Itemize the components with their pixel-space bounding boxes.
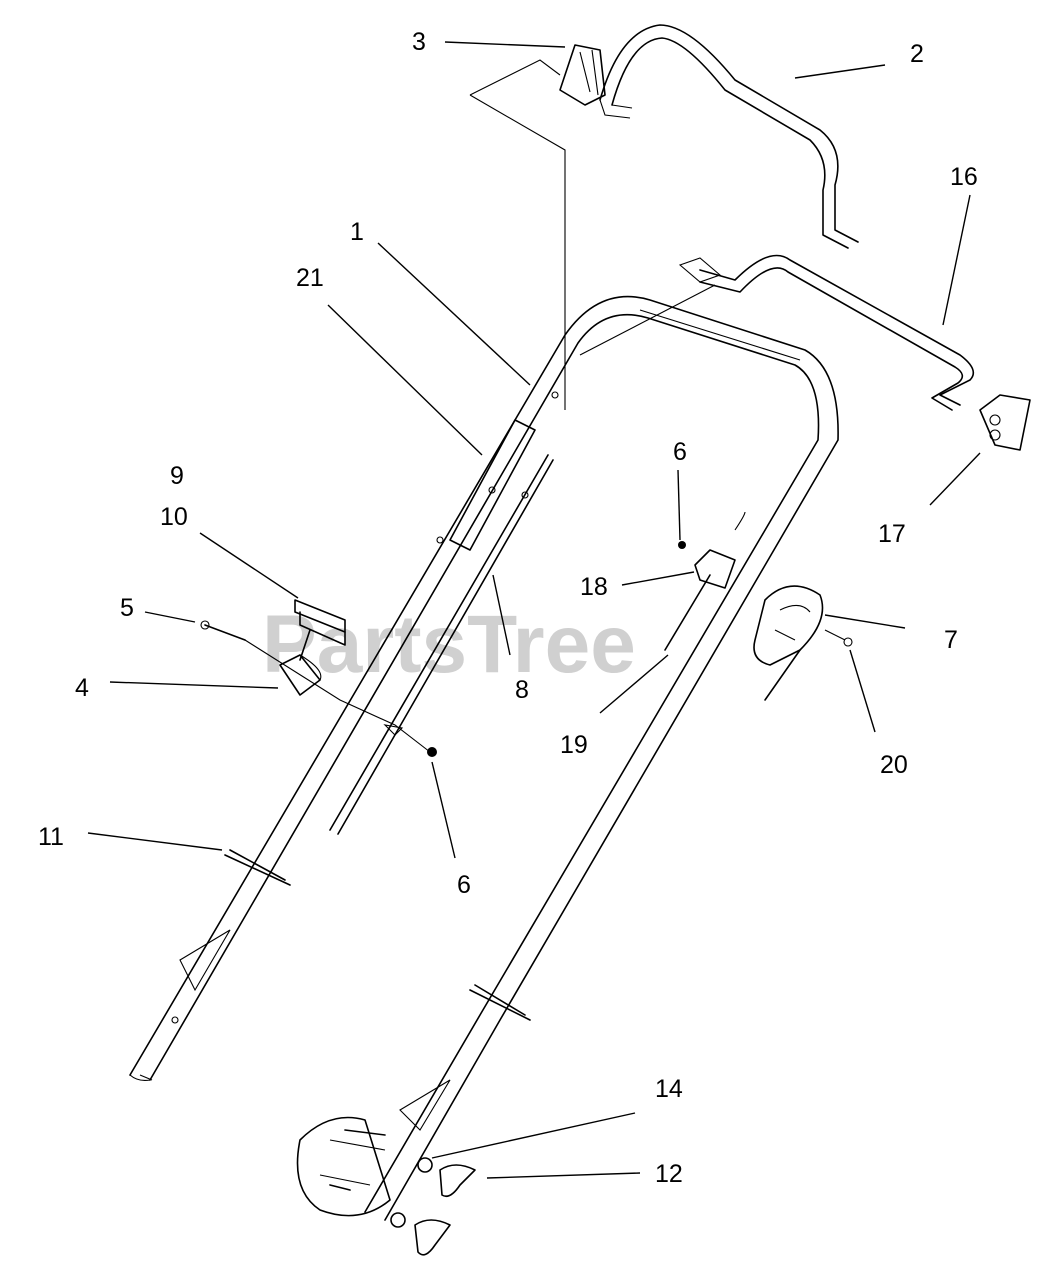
control-rod [329, 454, 554, 835]
callout-6-lower: 6 [457, 871, 471, 899]
spacer-and-bolt [200, 620, 437, 757]
callout-leaders [87, 41, 981, 1179]
handle-sleeve [436, 419, 536, 551]
callout-5: 5 [120, 594, 134, 622]
callout-16: 16 [950, 163, 978, 191]
lower-clip [469, 984, 531, 1021]
callout-21: 21 [296, 264, 324, 292]
callout-17: 17 [878, 520, 906, 548]
engine-control [753, 585, 853, 701]
callout-8: 8 [515, 676, 529, 704]
cable-clamp [664, 511, 746, 651]
lower-bail [579, 254, 975, 411]
callout-9: 9 [170, 462, 184, 490]
callout-6-upper: 6 [673, 438, 687, 466]
callout-14: 14 [655, 1075, 683, 1103]
main-handle [129, 295, 839, 1221]
upper-bracket [469, 44, 606, 410]
lower-mount [296, 1116, 476, 1256]
callout-2: 2 [910, 40, 924, 68]
callout-12: 12 [655, 1160, 683, 1188]
callout-4: 4 [75, 674, 89, 702]
watermark: PartsTree [262, 599, 636, 690]
callout-11: 11 [38, 823, 64, 851]
callout-3: 3 [412, 28, 426, 56]
callout-19: 19 [560, 731, 588, 759]
callout-1: 1 [350, 218, 364, 246]
callout-7: 7 [944, 626, 958, 654]
callout-10: 10 [160, 503, 188, 531]
callout-labels: 1 2 3 4 5 6 6 7 8 9 10 11 12 14 16 17 18… [38, 28, 978, 1188]
upper-bail [599, 24, 859, 249]
hand-grip [294, 599, 346, 661]
lower-bracket [979, 394, 1031, 451]
callout-18: 18 [580, 573, 608, 601]
handle-clip [224, 849, 291, 886]
callout-20: 20 [880, 751, 908, 779]
